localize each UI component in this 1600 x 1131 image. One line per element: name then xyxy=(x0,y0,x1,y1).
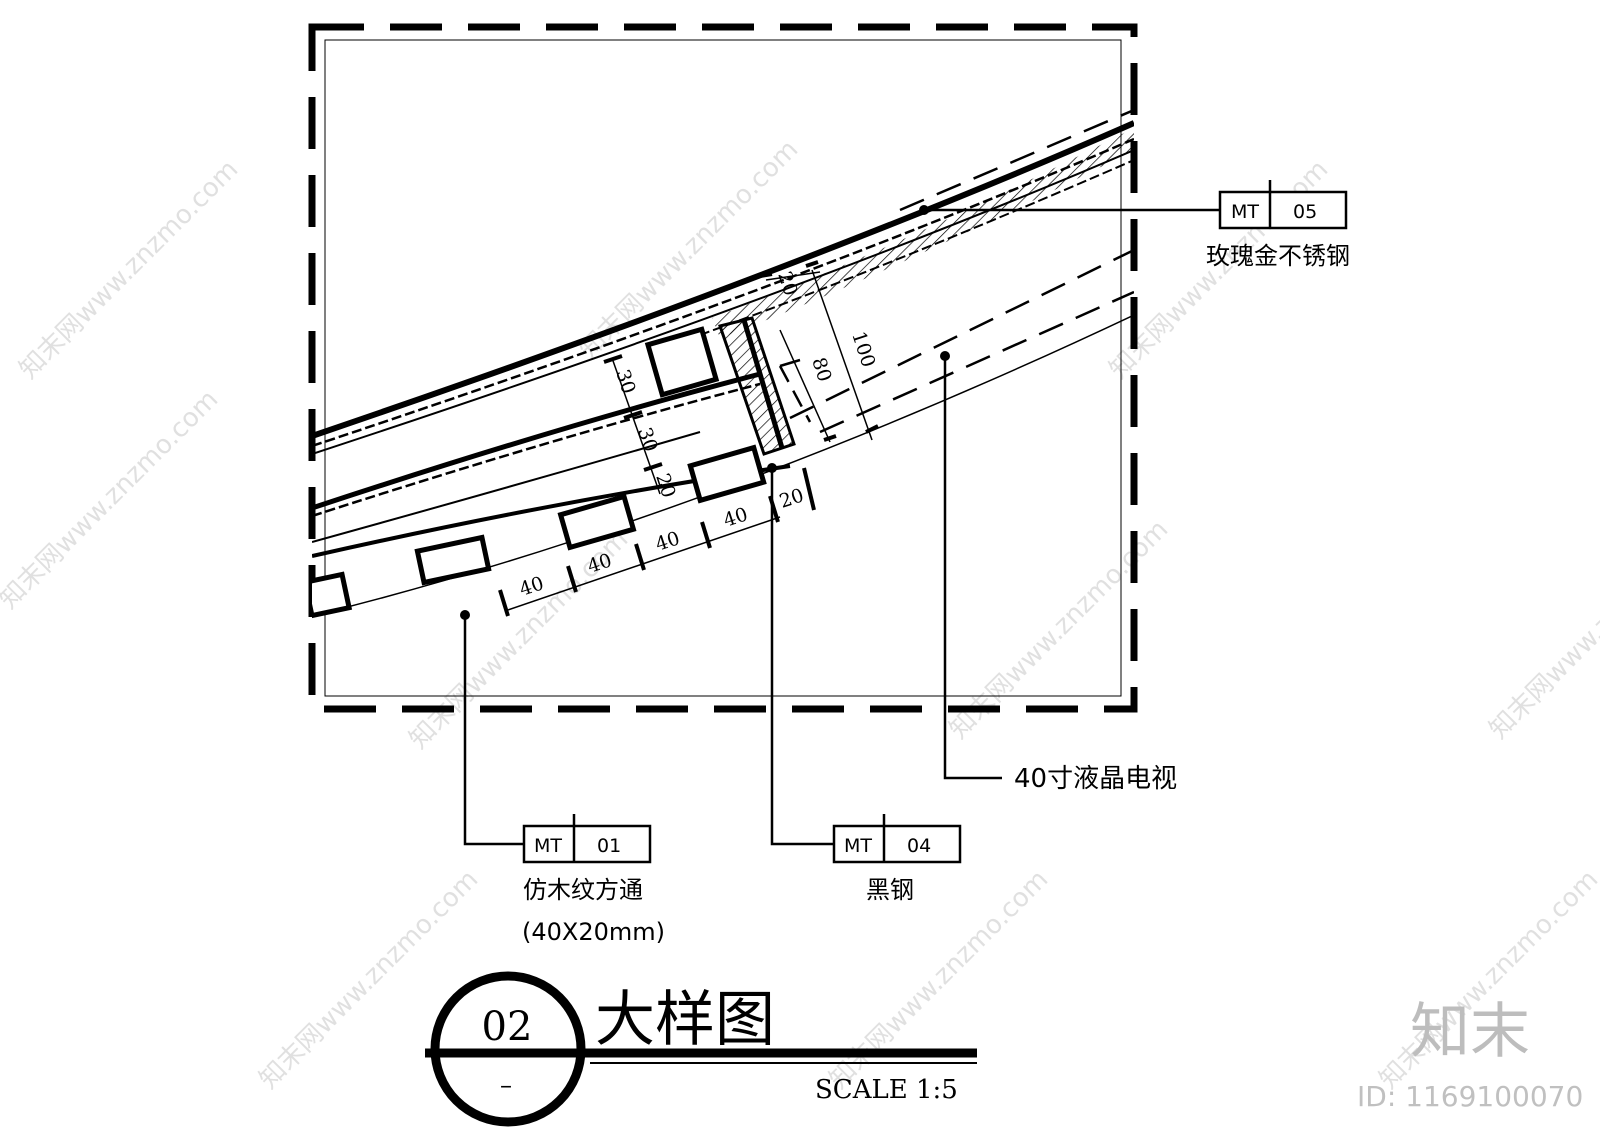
tag-code: MT xyxy=(844,835,872,857)
watermark-text: 知末网www.znzmo.com xyxy=(1484,514,1600,745)
leader-dots xyxy=(460,205,950,620)
tag-number: 04 xyxy=(907,835,931,857)
section-geometry xyxy=(312,108,1134,619)
tag-description: 黑钢 xyxy=(866,876,914,904)
detail-title-block: 02 – 大样图 SCALE 1:5 xyxy=(425,971,977,1127)
dim-offset: 20 xyxy=(777,484,807,512)
dim-pitch-4: 40 xyxy=(721,503,751,531)
tag-code: MT xyxy=(534,835,562,857)
dim-stack-1: 30 xyxy=(611,367,639,397)
brand-logo: 知末 xyxy=(1410,997,1530,1067)
tag-description-size: (40X20mm) xyxy=(522,918,665,946)
detail-number: 02 xyxy=(482,1004,533,1050)
tv-callout: 40寸液晶电视 xyxy=(1014,764,1177,794)
watermark-text: 知末网www.znzmo.com xyxy=(824,864,1055,1095)
detail-frame xyxy=(308,23,1138,713)
detail-scale: SCALE 1:5 xyxy=(815,1075,958,1105)
tag-description: 玫瑰金不锈钢 xyxy=(1206,242,1350,270)
image-id: ID: 1169100070 xyxy=(1357,1080,1583,1113)
watermark-text: 知末网www.znzmo.com xyxy=(0,384,224,615)
tag-number: 05 xyxy=(1293,201,1317,223)
dimension-labels: 40 40 40 40 20 30 30 20 20 80 100 xyxy=(517,269,880,601)
dim-tv-inner: 80 xyxy=(807,355,835,385)
tag-description: 仿木纹方通 xyxy=(523,876,643,904)
tag-number: 01 xyxy=(597,835,621,857)
watermark-text: 知末网www.znzmo.com xyxy=(254,864,485,1095)
tag-code: MT xyxy=(1231,201,1259,223)
material-tag-mt05: MT 05 玫瑰金不锈钢 xyxy=(1206,180,1350,270)
watermark-text: 知末网www.znzmo.com xyxy=(14,154,245,385)
dim-stack-3: 20 xyxy=(651,471,679,501)
detail-title: 大样图 xyxy=(595,985,775,1055)
dim-tv-outer: 100 xyxy=(847,329,879,370)
detail-sheet-ref: – xyxy=(500,1071,512,1099)
detail-frame-inner xyxy=(324,39,1122,697)
watermark-layer: 知末网www.znzmo.com 知末网www.znzmo.com 知末网www… xyxy=(0,134,1600,1095)
material-tag-mt04: MT 04 黑钢 xyxy=(832,814,962,904)
material-tag-mt01: MT 01 仿木纹方通 (40X20mm) xyxy=(522,814,665,946)
leader-lines xyxy=(463,208,1220,846)
